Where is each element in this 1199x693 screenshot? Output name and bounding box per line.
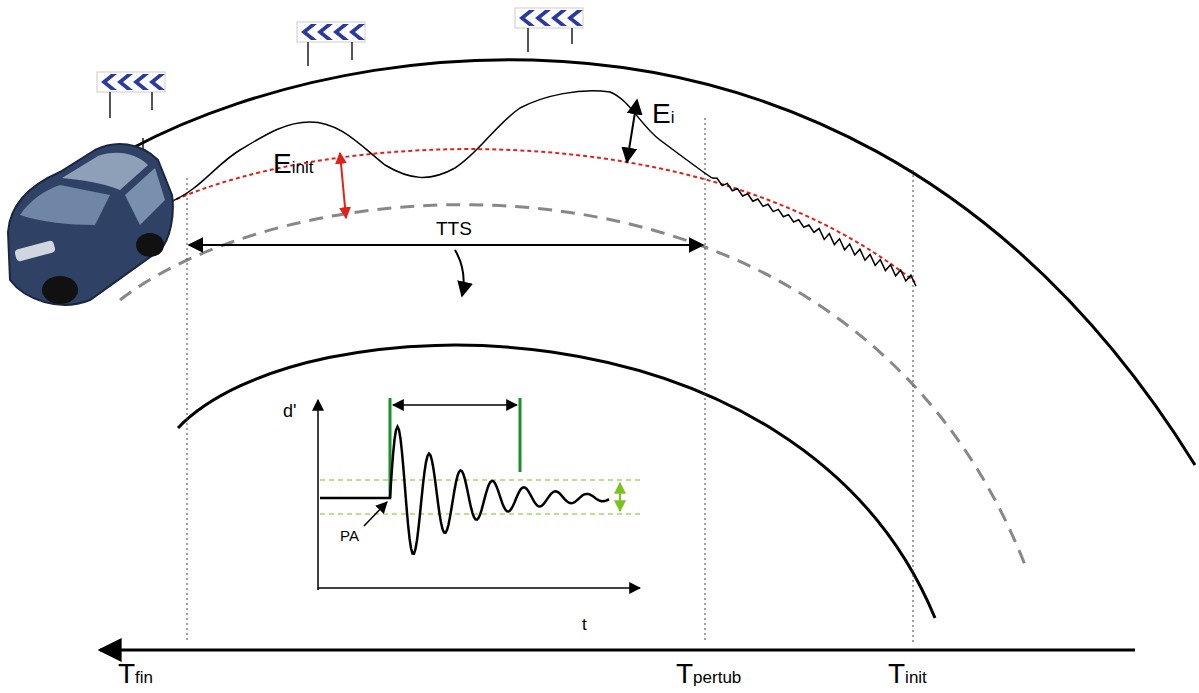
tolerance-arrow [619,483,621,511]
label-text: Tfin [118,660,153,688]
graph-ground [292,388,652,623]
deviation-arrow [627,100,637,162]
vehicle-trajectory [170,91,712,202]
chevron-sign [97,72,165,152]
time-axis [100,649,1135,652]
tts-arrow [189,244,703,246]
vehicle-trajectory [712,178,916,286]
initial-deviation-arrow [340,153,346,218]
label-text: TTS [436,219,472,238]
label-text: PA [340,528,359,543]
label-text: Einit [273,150,313,178]
graph-axis [318,587,640,589]
chevron-sign [515,8,583,52]
duration-arrow [393,404,517,406]
label-text: Tinit [888,660,927,688]
label-text: d' [283,402,296,420]
label-text: t [582,616,587,633]
graph-axis [317,400,319,590]
reference-trajectory [170,149,915,282]
steering-signal [320,427,609,554]
car-illustration [8,144,173,305]
pointer-arrow [455,250,464,296]
chevron-sign [297,22,365,66]
window-bound [519,398,522,472]
label-text: Tpertub [676,660,741,688]
time-markers [187,118,913,642]
leader-line [364,502,387,526]
label-text: Ei [652,100,674,128]
